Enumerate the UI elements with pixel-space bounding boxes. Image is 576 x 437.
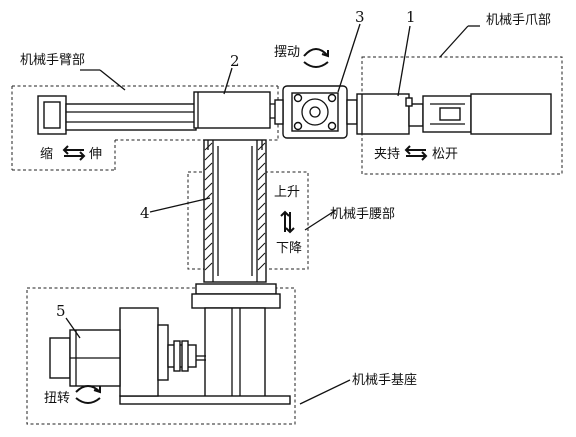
lower-label: 下降 [276, 241, 302, 256]
twist-motor-part-5 [49, 329, 121, 387]
swing-label: 摆动 [274, 45, 300, 60]
retract-extend-arrow-icon [62, 145, 86, 161]
part-number-3: 3 [355, 8, 365, 26]
base-label: 机械手基座 [352, 373, 417, 388]
arm-cylinder [37, 95, 197, 135]
part-number-2: 2 [230, 52, 240, 70]
gripper-cylinder-part-1 [356, 93, 552, 135]
leader-lines [65, 23, 480, 405]
part-number-1: 1 [406, 8, 416, 26]
gripper-label: 机械手爪部 [486, 13, 551, 28]
swing-joint-part-3 [274, 85, 358, 139]
base-assembly [119, 283, 291, 405]
arm-block-part-2 [193, 91, 285, 129]
extend-label: 伸 [89, 147, 102, 162]
swing-rotation-arrow-icon [303, 48, 329, 68]
part-number-4: 4 [140, 204, 150, 222]
retract-label: 缩 [40, 146, 53, 162]
gripper-group-boundary [361, 56, 563, 175]
rise-lower-arrow-icon [280, 210, 295, 234]
waist-label: 机械手腰部 [330, 207, 395, 222]
twist-label: 扭转 [44, 391, 70, 406]
arm-label: 机械手臂部 [20, 53, 85, 68]
base-group-boundary [26, 287, 296, 425]
arm-group-boundary [11, 85, 279, 171]
rise-label: 上升 [274, 185, 300, 200]
waist-column-part-4 [203, 139, 267, 283]
part-number-5: 5 [56, 302, 66, 320]
release-label: 松开 [432, 147, 458, 162]
twist-rotation-arrow-icon [75, 385, 101, 404]
clamp-release-arrow-icon [404, 145, 428, 161]
clamp-label: 夹持 [374, 147, 400, 162]
